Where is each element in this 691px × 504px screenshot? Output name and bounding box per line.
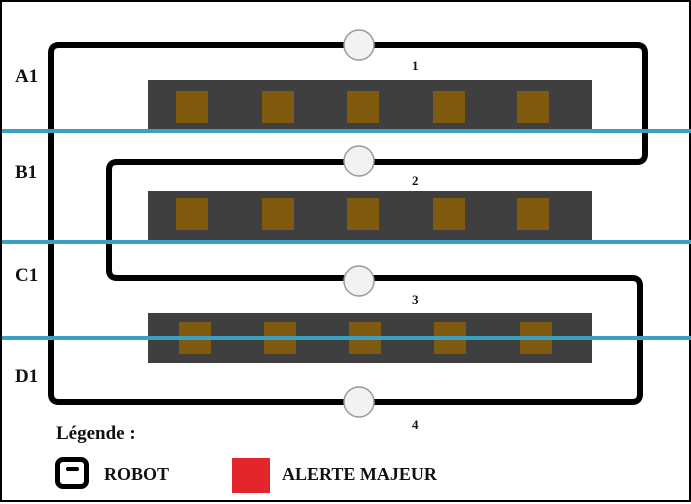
shelf-1-slot-1 [176,91,208,123]
shelf-2-slot-3 [347,198,379,230]
shelf-2 [148,191,592,241]
row-label-b1: B1 [15,162,38,183]
shelf-2-slot-2 [262,198,294,230]
station-number-2: 2 [412,173,419,188]
shelf-2-slot-4 [433,198,465,230]
legend-robot-label: ROBOT [104,464,170,484]
robot-icon [55,457,89,489]
station-number-4: 4 [412,417,419,432]
shelf-1-slot-2 [262,91,294,123]
station-marker-4[interactable] [343,386,375,418]
row-label-d1: D1 [15,366,39,387]
station-marker-1[interactable] [343,29,375,61]
shelf-1-slot-5 [517,91,549,123]
robot-path [48,42,648,405]
shelf-1-slot-3 [347,91,379,123]
station-number-3: 3 [412,292,419,307]
station-marker-2[interactable] [343,145,375,177]
shelf-2-slot-1 [176,198,208,230]
station-number-1: 1 [412,58,419,73]
legend-alert-label: ALERTE MAJEUR [282,464,437,484]
station-marker-3[interactable] [343,265,375,297]
shelf-1-slot-4 [433,91,465,123]
row-label-a1: A1 [15,66,39,87]
row-label-c1: C1 [15,265,39,286]
legend-title: Légende : [56,423,136,444]
alert-swatch [232,458,270,493]
shelf-1 [148,80,592,130]
shelf-2-slot-5 [517,198,549,230]
